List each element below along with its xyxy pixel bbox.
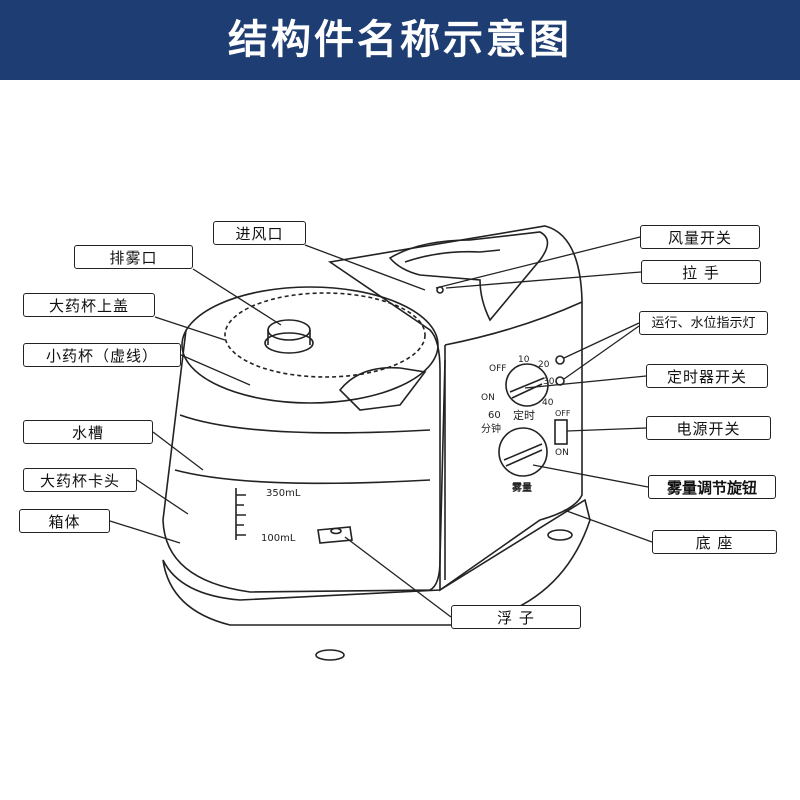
timer-mark-30: 30 xyxy=(543,377,555,387)
leader-inlet xyxy=(304,244,426,291)
timer-mark-60: 60 xyxy=(488,410,501,421)
base-outline xyxy=(162,498,591,626)
timer-mark-off: OFF xyxy=(489,364,506,374)
label-base: 底 座 xyxy=(652,530,777,554)
front-panel xyxy=(444,301,583,346)
leader-small-cup xyxy=(180,354,251,386)
indicator-light-1 xyxy=(555,355,565,365)
label-handle: 拉 手 xyxy=(641,260,761,284)
minute-text: 分钟 xyxy=(481,422,501,435)
label-housing: 箱体 xyxy=(19,509,110,533)
label-airflow-switch: 风量开关 xyxy=(640,225,760,249)
leader-power xyxy=(566,427,647,432)
power-switch-rect xyxy=(554,419,568,445)
handle-outline xyxy=(388,231,549,322)
label-float: 浮 子 xyxy=(451,605,581,629)
scale-100: 100mL xyxy=(261,533,296,544)
mist-knob xyxy=(498,427,548,477)
leader-indicator-1 xyxy=(563,322,640,359)
timer-knob xyxy=(505,363,549,407)
housing-body xyxy=(162,329,446,593)
leader-water-tank xyxy=(152,431,204,471)
timer-mark-on: ON xyxy=(481,393,495,403)
leader-timer xyxy=(524,375,647,389)
nozzle-base xyxy=(264,332,314,354)
power-on-text: ON xyxy=(555,448,569,458)
timer-mark-10: 10 xyxy=(518,355,530,365)
timer-mark-40: 40 xyxy=(542,398,554,408)
power-off-text: OFF xyxy=(555,409,571,418)
leader-indicator-2 xyxy=(563,325,640,380)
lid-inner-dashed xyxy=(224,292,426,378)
leader-mist-knob xyxy=(532,464,649,488)
leader-lid xyxy=(154,316,226,341)
base-foot-right xyxy=(547,529,573,541)
nozzle-top xyxy=(267,319,311,341)
label-inlet: 进风口 xyxy=(213,221,306,245)
scale-350: 350mL xyxy=(266,488,301,499)
tank-line xyxy=(179,414,431,434)
lid-tab xyxy=(338,366,427,411)
handle-inner xyxy=(404,249,501,263)
leader-housing xyxy=(109,520,181,544)
label-mist-knob: 雾量调节旋钮 xyxy=(648,475,776,499)
timer-caption: 定时 xyxy=(513,408,535,422)
label-water-tank: 水槽 xyxy=(23,420,153,444)
label-timer-switch: 定时器开关 xyxy=(646,364,768,388)
mist-caption: 雾量 xyxy=(511,481,532,494)
label-mist-outlet: 排雾口 xyxy=(74,245,193,269)
leader-airflow xyxy=(435,236,641,289)
control-housing xyxy=(327,225,583,592)
leader-clip xyxy=(136,479,189,515)
tank-lower xyxy=(174,469,431,485)
label-small-cup: 小药杯（虚线） xyxy=(23,343,181,367)
leader-handle xyxy=(445,271,642,289)
timer-mark-20: 20 xyxy=(538,360,550,370)
lid-outline xyxy=(181,286,439,404)
label-big-cup-lid: 大药杯上盖 xyxy=(23,293,155,317)
leader-base xyxy=(563,509,653,543)
leader-float xyxy=(344,536,452,618)
leader-mist-outlet xyxy=(192,268,282,326)
label-big-cup-clip: 大药杯卡头 xyxy=(23,468,137,492)
page-title: 结构件名称示意图 xyxy=(228,17,572,63)
scale-lines xyxy=(235,488,246,540)
header-bar xyxy=(0,0,800,80)
label-indicator-lights: 运行、水位指示灯 xyxy=(639,311,768,335)
base-foot-left xyxy=(315,649,345,661)
label-power-switch: 电源开关 xyxy=(646,416,771,440)
float-shape xyxy=(317,526,353,544)
